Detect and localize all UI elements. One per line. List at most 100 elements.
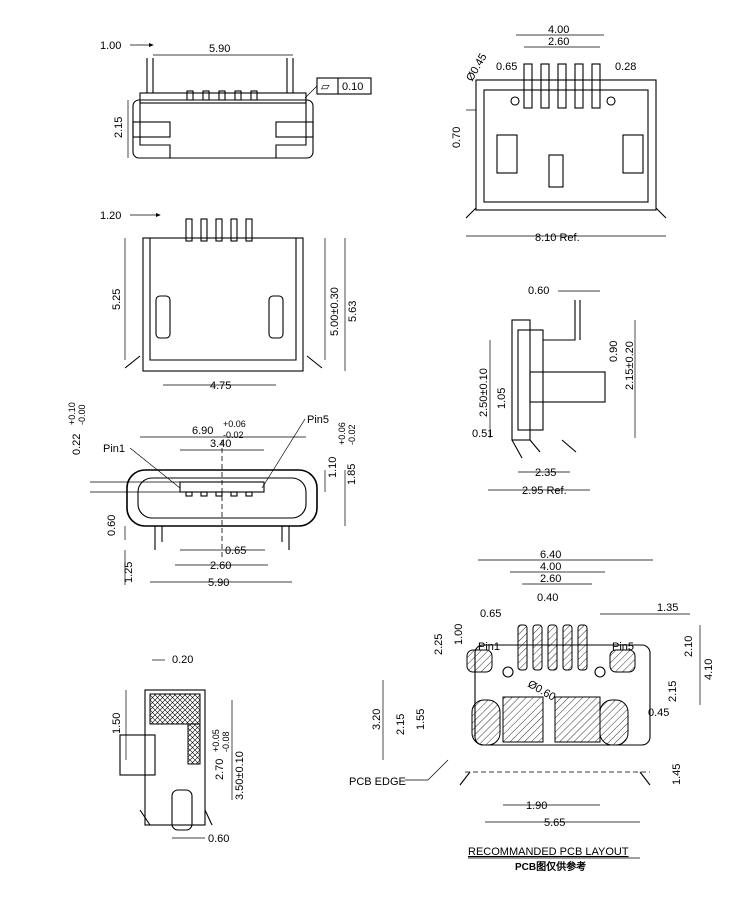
front-dim-1: 4.00 xyxy=(548,24,569,36)
face-dim-10: +0.06 xyxy=(337,422,347,445)
front-post-right xyxy=(606,96,616,106)
flatness-symbol: ▱ xyxy=(321,81,330,93)
bottom-dim-2: 5.25 xyxy=(111,289,123,310)
pcb-slot-left xyxy=(471,699,501,746)
face-dim-9: 1.85 xyxy=(346,464,358,485)
side-right-body xyxy=(517,329,544,431)
side-left-overmold-2 xyxy=(187,723,201,765)
bottom-dim-1: 1.20 xyxy=(100,210,121,222)
face-dim-12: 0.60 xyxy=(106,515,118,536)
pcb-pad-right xyxy=(554,696,601,743)
side-dim-1: 0.60 xyxy=(528,285,549,297)
face-outer-shell xyxy=(126,469,318,527)
bottom-pin xyxy=(215,218,223,242)
face-pin xyxy=(245,491,253,497)
side-right-shell xyxy=(511,319,531,441)
front-dim-6: 0.70 xyxy=(451,127,463,148)
bottom-pin xyxy=(230,218,238,242)
front-feet xyxy=(465,207,667,219)
top-right-tab xyxy=(275,121,314,138)
pcb-dim-14: 3.20 xyxy=(371,709,383,730)
flatness-value: 0.10 xyxy=(342,81,363,93)
top-pin xyxy=(218,90,226,101)
front-dim-3: 0.65 xyxy=(496,61,517,73)
pcb-hole-left xyxy=(502,666,514,678)
pcb-dim-2: 4.00 xyxy=(540,561,561,573)
pcb-pin1-pad xyxy=(466,649,493,673)
side-right-view: 0.60 0.90 2.15±0.20 2.50±0.10 1.05 0.51 … xyxy=(472,285,636,497)
bottom-dim-3: 5.00±0.30 xyxy=(329,287,341,336)
face-dim-7: 3.40 xyxy=(210,438,231,450)
face-dim-2: +0.10 xyxy=(67,402,77,425)
pcb-dim-10: 4.10 xyxy=(703,659,715,680)
front-dim-7: 8.10 Ref. xyxy=(535,232,580,244)
face-pin xyxy=(200,491,208,497)
side-dim-4: 2.50±0.10 xyxy=(478,368,490,417)
bottom-body-inner xyxy=(149,238,297,361)
side-left-leg xyxy=(171,789,193,831)
top-pin xyxy=(250,90,258,101)
top-right-leg xyxy=(286,58,294,93)
pcb-pin5-pad xyxy=(609,649,636,673)
pcb-signal-pad xyxy=(547,624,558,671)
front-pin xyxy=(591,63,601,109)
pcb-dim-17: 1.45 xyxy=(671,764,683,785)
pcb-signal-pad xyxy=(517,624,528,671)
pcb-dim-1: 6.40 xyxy=(540,549,561,561)
front-center-latch xyxy=(548,154,564,188)
pcb-dim-5: 0.65 xyxy=(480,608,501,620)
top-body-rim xyxy=(139,92,307,104)
face-view: Pin1 Pin5 0.22 +0.10 -0.00 6.90 +0.06 -0… xyxy=(67,402,358,589)
side-left-overmold xyxy=(149,693,201,725)
side-dim-6: 0.51 xyxy=(472,428,493,440)
face-legs xyxy=(154,526,290,550)
pcb-dim-4: 0.40 xyxy=(537,592,558,604)
side-right-feet xyxy=(511,439,577,459)
top-body-outline xyxy=(132,99,314,159)
front-pin xyxy=(574,63,584,109)
face-pin5-label: Pin5 xyxy=(307,414,329,426)
front-pin xyxy=(540,63,550,109)
pcb-title: RECOMMANDED PCB LAYOUT xyxy=(468,846,629,858)
pcb-dim-18: 1.90 xyxy=(526,800,547,812)
pcb-dim-16: 1.55 xyxy=(415,709,427,730)
side-left-dim-6: 3.50±0.10 xyxy=(234,751,246,800)
face-inner-shell xyxy=(137,477,307,519)
pcb-signal-pad xyxy=(577,624,588,671)
pcb-edge-label: PCB EDGE xyxy=(349,776,406,788)
pcb-feet xyxy=(459,771,651,786)
bottom-right-leg xyxy=(268,295,284,339)
side-left-dim-7: 0.60 xyxy=(208,833,229,845)
top-dim-3: 2.15 xyxy=(113,117,125,138)
face-dim-1: 0.22 xyxy=(71,434,83,455)
pcb-layout: 6.40 4.00 2.60 0.40 0.65 1.35 2.25 1.00 … xyxy=(349,549,715,873)
side-dim-2: 0.90 xyxy=(608,341,620,362)
face-pin xyxy=(215,491,223,497)
side-left-dim-3: 2.70 xyxy=(214,759,226,780)
bottom-pin xyxy=(185,218,193,242)
front-right-slot xyxy=(622,134,644,174)
front-pin xyxy=(557,63,567,109)
face-pin xyxy=(185,491,193,497)
face-dim-16: 5.90 xyxy=(208,577,229,589)
pcb-dim-6: 1.35 xyxy=(657,602,678,614)
side-dim-5: 1.05 xyxy=(496,388,508,409)
top-dim-2: 5.90 xyxy=(209,43,230,55)
top-pin xyxy=(186,90,194,101)
pcb-dim-3: 2.60 xyxy=(540,573,561,585)
side-right-pin xyxy=(543,300,581,341)
top-body-inner xyxy=(139,100,307,158)
side-left-dim-2: 1.50 xyxy=(111,713,123,734)
bottom-pin xyxy=(200,218,208,242)
pcb-dim-7: 2.25 xyxy=(433,634,445,655)
face-dim-13: 0.65 xyxy=(225,545,246,557)
pcb-pin5-label: Pin5 xyxy=(612,641,634,653)
pcb-signal-pad xyxy=(532,624,543,671)
bottom-pin xyxy=(245,218,253,242)
side-left-plug xyxy=(119,734,156,776)
pcb-pad-left xyxy=(502,696,544,743)
side-left-dim-4: +0.05 xyxy=(211,729,221,752)
face-dim-6: -0.02 xyxy=(223,430,244,440)
face-dim-8: 1.10 xyxy=(327,457,339,478)
